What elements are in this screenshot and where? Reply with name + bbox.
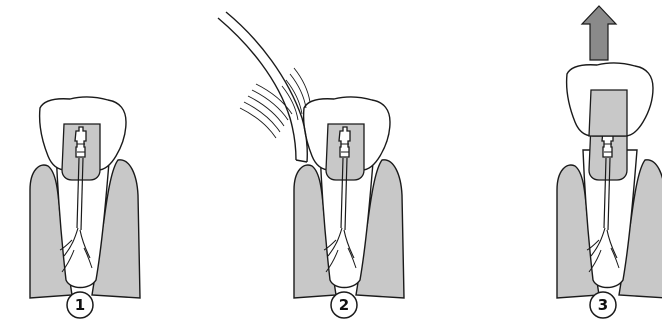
svg-text:2: 2 <box>339 296 349 314</box>
vibration-lines-icon <box>240 68 310 138</box>
vibration-instrument <box>218 12 310 162</box>
up-arrow-icon <box>582 6 616 60</box>
svg-text:1: 1 <box>75 296 85 314</box>
step-2-label: 2 <box>331 292 357 318</box>
svg-text:3: 3 <box>598 296 608 314</box>
step-3-tooth <box>557 124 662 298</box>
step-2-tooth <box>294 97 404 298</box>
step-1-tooth <box>30 97 140 298</box>
lifted-crown <box>567 63 653 136</box>
step-1-label: 1 <box>67 292 93 318</box>
step-3-label: 3 <box>590 292 616 318</box>
